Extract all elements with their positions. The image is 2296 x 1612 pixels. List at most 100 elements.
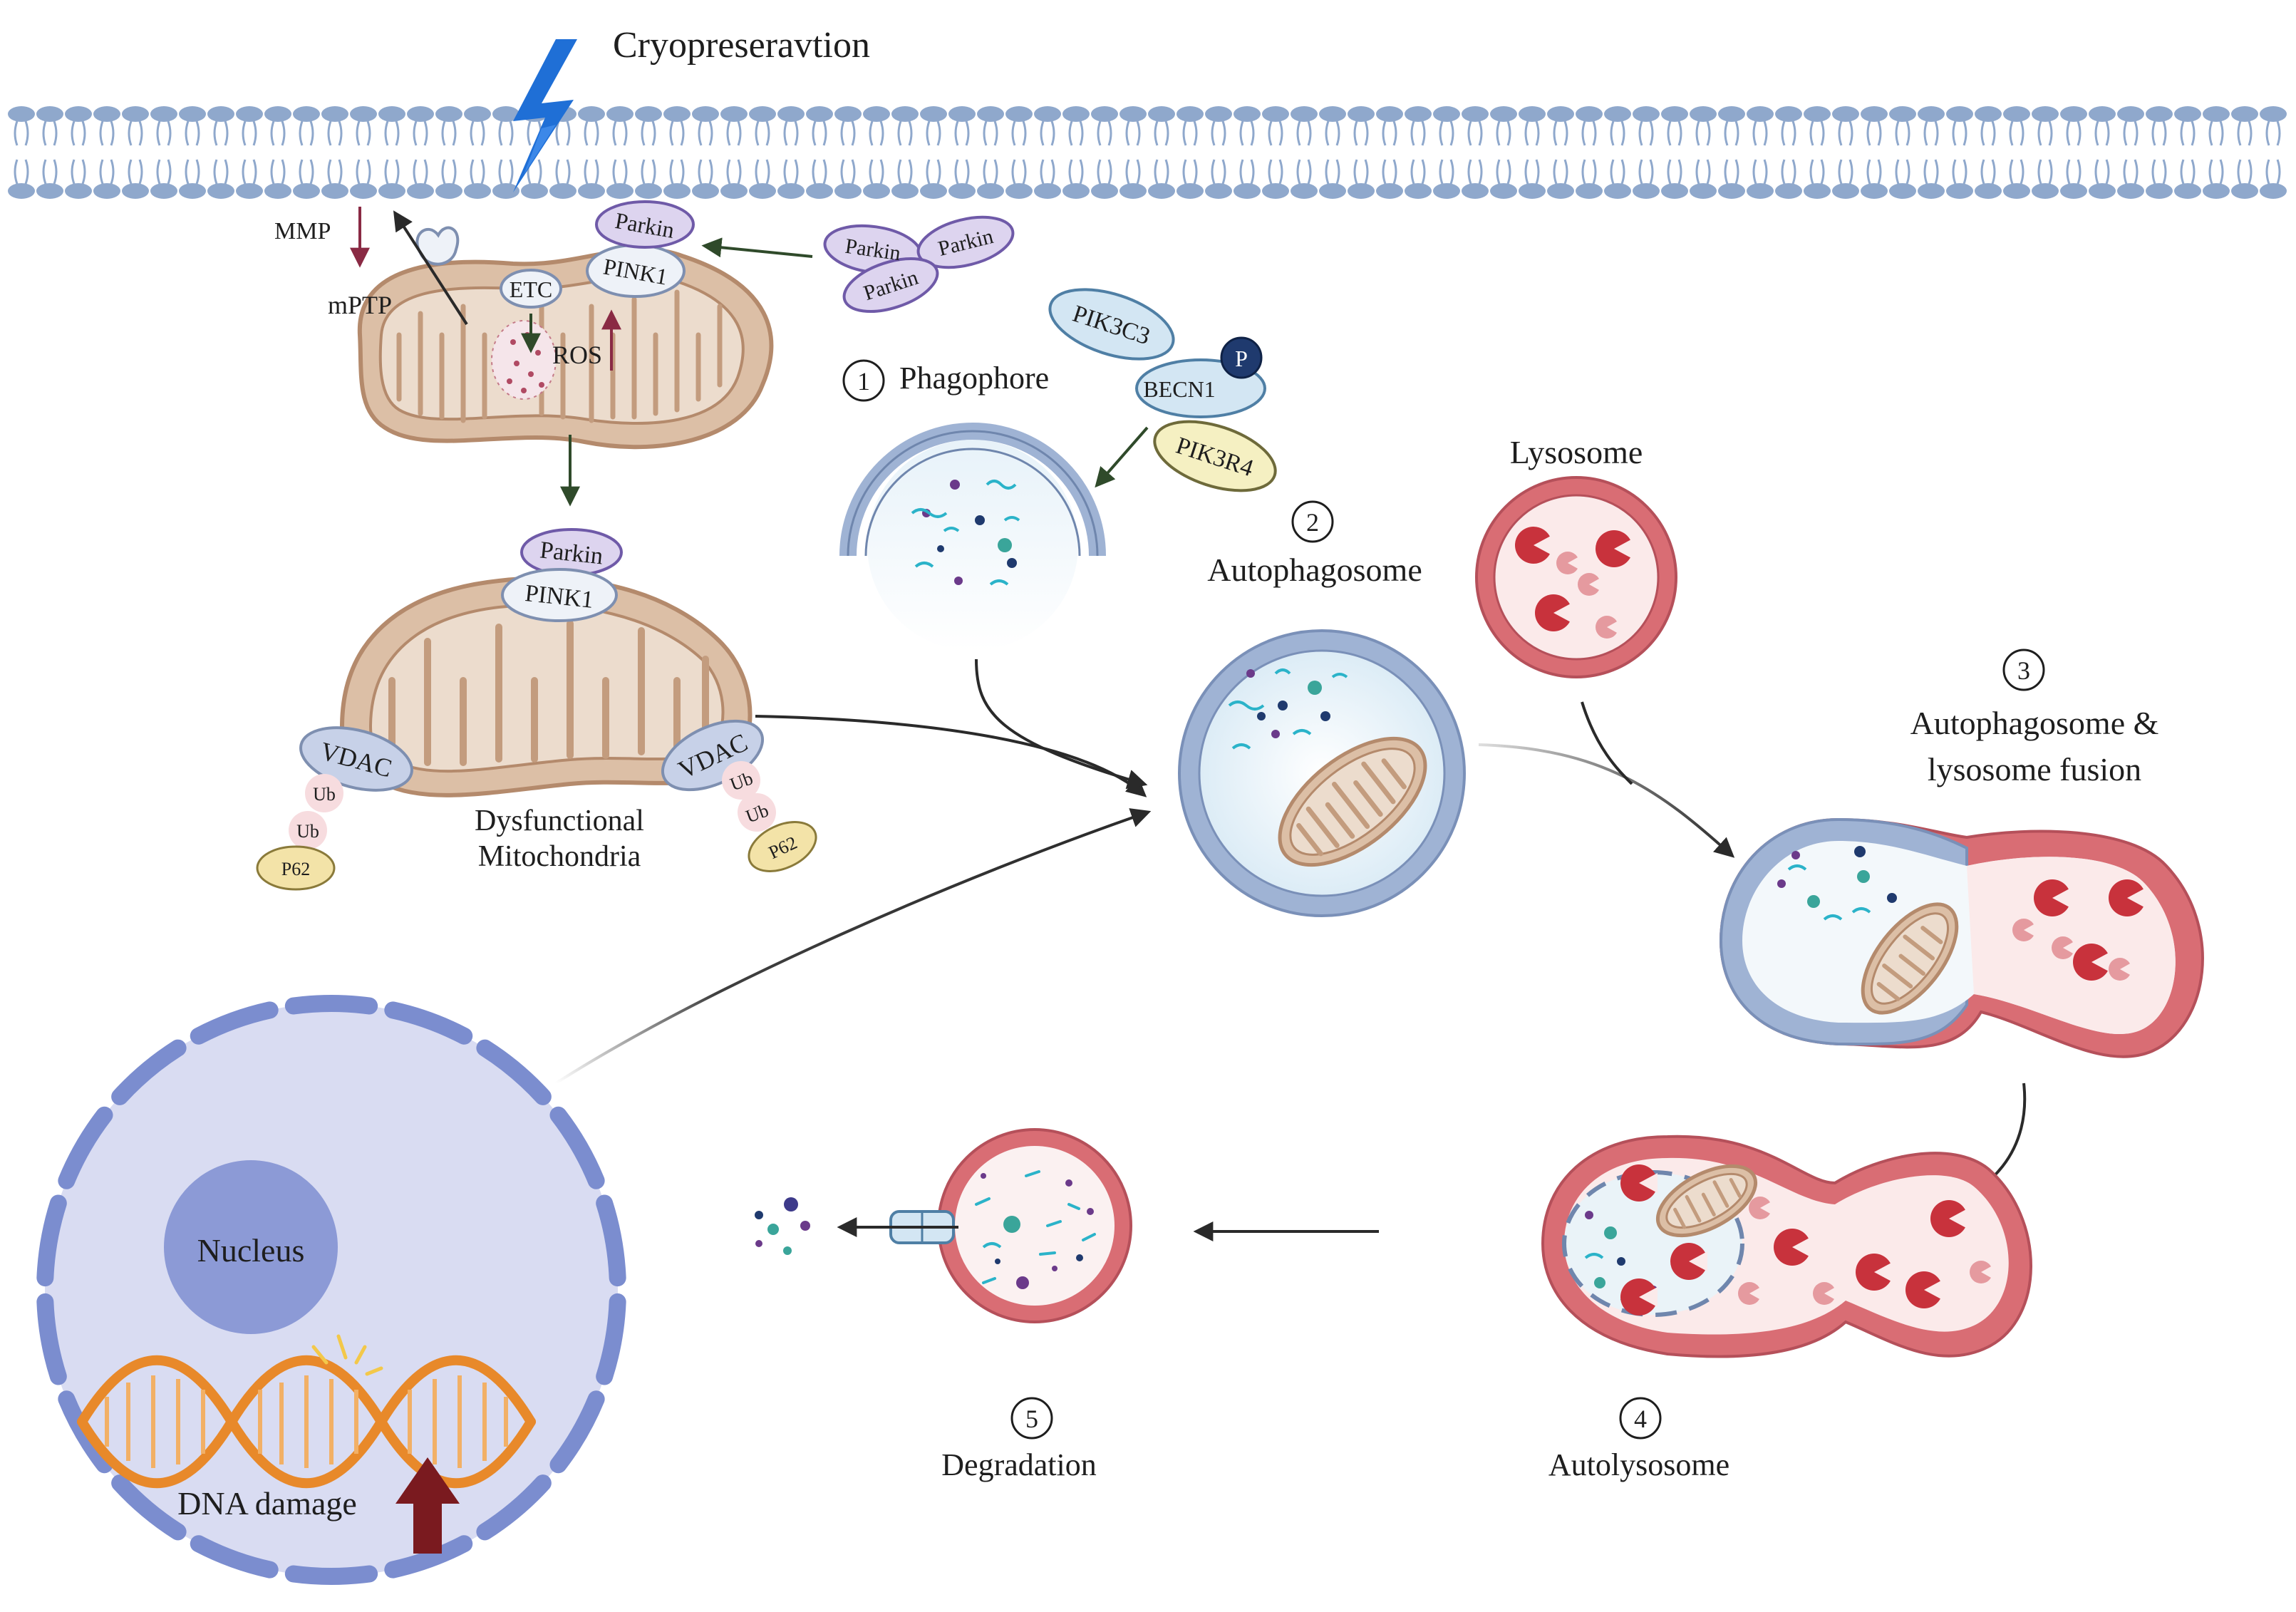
lipid-tail <box>138 159 143 185</box>
lipid-tail <box>1040 159 1045 185</box>
lipid-head <box>920 106 947 122</box>
lipid-head <box>578 106 605 122</box>
lipid-head <box>1576 183 1603 199</box>
lipid-tail <box>993 120 998 146</box>
lipid-tail <box>822 159 827 185</box>
lipid-tail <box>1649 159 1654 185</box>
lipid-tail <box>2180 120 2185 146</box>
lipid-tail <box>1535 159 1540 185</box>
lipid-tail <box>2208 159 2213 185</box>
nucleus-label: Nucleus <box>197 1232 305 1269</box>
lipid-tail <box>698 159 703 185</box>
lipid-tail <box>498 120 503 146</box>
lipid-tail <box>1677 159 1682 185</box>
lipid-tail <box>726 120 731 146</box>
lipid-head <box>1747 183 1774 199</box>
lipid-tail <box>566 159 571 185</box>
lipid-tail <box>1382 159 1387 185</box>
lipid-tail <box>954 120 959 146</box>
lipid-tail <box>1136 120 1141 146</box>
lipid-head <box>1661 106 1688 122</box>
lipid-tail <box>423 120 428 146</box>
lipid-tail <box>926 120 931 146</box>
dysfunctional-mitochondrion <box>339 576 753 797</box>
lipid-tail <box>926 159 931 185</box>
fusion-vesicle <box>1719 817 2204 1058</box>
lipid-tail <box>1154 159 1159 185</box>
lipid-tail <box>851 159 856 185</box>
lipid-head <box>93 183 120 199</box>
nuclear-envelope-segment <box>476 1474 552 1541</box>
lipid-head <box>663 106 691 122</box>
step-2-marker: 2 <box>1291 500 1334 543</box>
parkin-protein-dys: Parkin <box>520 528 623 577</box>
svg-text:Parkin: Parkin <box>539 537 604 569</box>
step-3-marker: 3 <box>2002 649 2045 691</box>
lipid-tail <box>2265 120 2270 146</box>
lipid-tail <box>1809 120 1814 146</box>
lipid-tail <box>1164 159 1169 185</box>
lipid-tail <box>327 159 332 185</box>
nuclear-envelope-segment <box>384 1001 473 1045</box>
lipid-tail <box>1706 159 1711 185</box>
lipid-head <box>1547 106 1574 122</box>
lipid-head <box>1633 106 1660 122</box>
lipid-tail <box>1307 159 1312 185</box>
lipid-head <box>806 183 833 199</box>
svg-text:3: 3 <box>2017 656 2030 685</box>
lipid-tail <box>1392 159 1397 185</box>
lipid-tail <box>1421 159 1426 185</box>
lipid-head <box>1376 106 1403 122</box>
lipid-head <box>1861 183 1888 199</box>
lipid-head <box>435 106 462 122</box>
lipid-tail <box>2077 159 2082 185</box>
lipid-tail <box>1107 159 1112 185</box>
lipid-head <box>777 106 805 122</box>
lipid-tail <box>2219 120 2224 146</box>
lipid-head <box>207 183 234 199</box>
nuclear-envelope-segment <box>549 1106 605 1189</box>
nuclear-envelope-segment <box>284 995 378 1015</box>
lipid-head <box>150 183 177 199</box>
lipid-tail <box>1895 120 1900 146</box>
lipid-head <box>2260 106 2287 122</box>
lipid-tail <box>1763 120 1768 146</box>
lipid-tail <box>167 120 172 146</box>
lipid-head <box>65 183 92 199</box>
lipid-tail <box>2237 159 2242 185</box>
lipid-head <box>834 183 862 199</box>
lipid-tail <box>794 159 799 185</box>
lipid-tail <box>2237 120 2242 146</box>
lipid-tail <box>1610 120 1615 146</box>
degradation-label: Degradation <box>941 1447 1096 1482</box>
lipid-tail <box>1752 159 1757 185</box>
lipid-tail <box>1535 120 1540 146</box>
lipid-head <box>806 106 833 122</box>
lipid-tail <box>1980 159 1985 185</box>
lipid-tail <box>1734 159 1739 185</box>
lipid-tail <box>299 159 304 185</box>
lipid-tail <box>1734 120 1739 146</box>
lipid-tail <box>840 159 845 185</box>
lipid-tail <box>1923 120 1928 146</box>
lipid-tail <box>1011 120 1016 146</box>
autophagosome-cargo <box>1228 668 1348 750</box>
lipid-tail <box>2105 159 2110 185</box>
lipid-head <box>378 106 405 122</box>
lipid-tail <box>737 159 742 185</box>
lipid-head <box>635 106 662 122</box>
lipid-head <box>1547 183 1574 199</box>
lipid-tail <box>53 159 58 185</box>
lipid-tail <box>71 159 76 185</box>
lipid-tail <box>612 159 617 185</box>
lipid-tail <box>698 120 703 146</box>
lipid-head <box>93 106 120 122</box>
etc-protein: ETC <box>500 269 562 309</box>
svg-text:5: 5 <box>1025 1405 1038 1433</box>
lipid-tail <box>1022 159 1027 185</box>
lipid-tail <box>1496 120 1501 146</box>
lipid-tail <box>1011 159 1016 185</box>
lipid-tail <box>869 159 874 185</box>
lipid-tail <box>1221 120 1226 146</box>
lipid-head <box>1519 106 1546 122</box>
